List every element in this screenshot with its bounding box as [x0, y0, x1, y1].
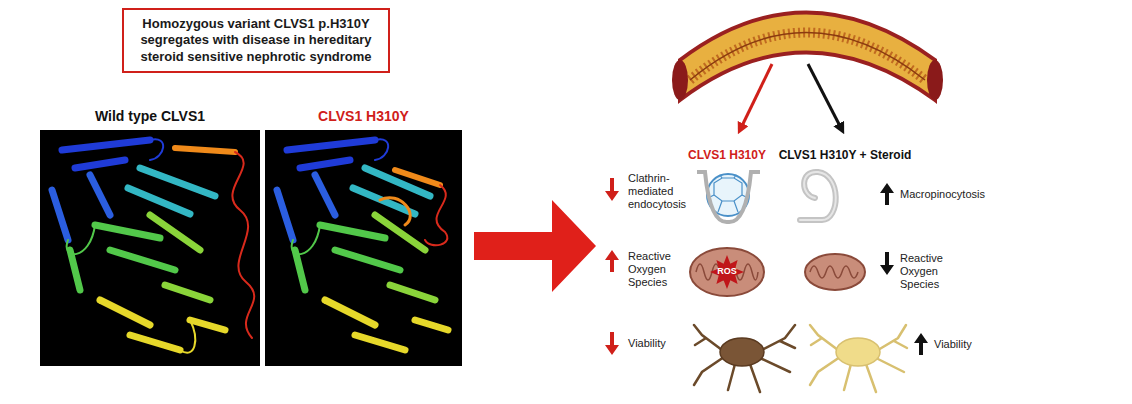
structure-panel: Wild type CLVS1 — [40, 108, 260, 366]
tubule-illustration-part — [680, 13, 935, 101]
clathrin-pit — [697, 172, 760, 222]
protein-structure-part — [375, 139, 388, 160]
column-header: CLVS1 H310Y — [667, 148, 787, 162]
protein-structure-part — [295, 250, 305, 290]
effect-label: Viability — [628, 337, 688, 350]
protein-structure-part — [90, 175, 110, 215]
injured-podocyte — [694, 325, 795, 392]
mitochondrion-part — [805, 254, 865, 290]
increase-arrow — [880, 183, 894, 205]
finding-text: Homozygous variant CLVS1 p.H310Y segrega… — [132, 16, 380, 65]
protein-structure-part — [380, 198, 410, 225]
protein-structure-part — [265, 130, 462, 366]
protein-structure-part — [395, 170, 440, 185]
tubule-illustration — [672, 13, 943, 101]
healthy-podocyte-part — [836, 338, 880, 366]
protein-structure-part — [62, 140, 150, 150]
tubule-illustration-part — [672, 60, 688, 100]
effect-label: Reactive Oxygen Species — [900, 252, 960, 292]
panel-heading: CLVS1 H310Y — [265, 108, 462, 126]
effect-label: Viability — [934, 338, 994, 351]
effect-label: Clathrin-mediated endocytosis — [628, 172, 694, 212]
decrease-arrow — [605, 332, 619, 355]
structure-panel: CLVS1 H310Y — [265, 108, 462, 366]
mitochondrion-part — [710, 255, 744, 289]
macropinocytosis-ruffle-part — [800, 172, 836, 220]
protein-structure-part — [95, 225, 160, 238]
protein-structure-part — [175, 148, 235, 152]
protein-structure-part — [67, 225, 95, 254]
protein-structure-part — [165, 285, 210, 300]
injured-podocyte-part — [694, 325, 795, 392]
protein-structure — [265, 130, 462, 366]
protein-structure-part — [292, 225, 320, 254]
protein-structure-part — [140, 168, 215, 196]
protein-structure-part — [375, 215, 425, 250]
tubule-illustration-part — [690, 33, 925, 81]
protein-structure-part — [325, 300, 375, 325]
macropinocytosis-ruffle — [800, 172, 836, 220]
branch-arrow — [808, 64, 842, 130]
mitochondrion — [805, 254, 865, 290]
clathrin-pit-part — [697, 172, 760, 222]
flow-arrow — [474, 200, 596, 292]
protein-structure-part — [390, 285, 435, 300]
protein-structure-part — [425, 185, 447, 245]
protein-structure-part — [40, 130, 260, 366]
protein-structure-part — [180, 320, 195, 353]
protein-structure-part — [128, 188, 190, 214]
effect-label: Macropinocytosis — [900, 188, 1000, 201]
protein-structure-part — [287, 140, 375, 150]
protein-structure-part — [130, 335, 180, 350]
protein-structure-part — [335, 250, 400, 270]
protein-structure-part — [300, 160, 350, 168]
injured-podocyte-part — [720, 338, 764, 366]
protein-structure — [40, 130, 260, 366]
protein-structure-part — [232, 152, 254, 338]
protein-structure-part — [277, 190, 293, 240]
increase-arrow — [605, 250, 619, 272]
panel-heading: Wild type CLVS1 — [40, 108, 260, 126]
increase-arrow — [914, 333, 928, 355]
protein-structure-part — [355, 335, 405, 350]
tubule-illustration-part — [690, 33, 925, 81]
protein-structure-part — [150, 215, 200, 250]
protein-structure-part — [100, 300, 150, 325]
healthy-podocyte-part — [810, 325, 907, 392]
protein-structure-part — [150, 139, 163, 160]
effect-label: Reactive Oxygen Species — [628, 250, 688, 290]
protein-structure-part — [70, 250, 80, 290]
decrease-arrow — [880, 252, 894, 275]
protein-structure-part — [52, 190, 68, 240]
branch-arrow — [740, 64, 772, 130]
tubule-illustration-part — [927, 60, 943, 100]
protein-structure-part — [353, 188, 415, 214]
protein-structure-part — [190, 320, 225, 330]
finding-box: Homozygous variant CLVS1 p.H310Y segrega… — [122, 8, 390, 73]
protein-structure-part — [320, 225, 385, 238]
mitochondrion-part — [690, 248, 764, 296]
clathrin-pit-part — [714, 178, 742, 201]
mitochondrion-part — [810, 266, 858, 278]
protein-structure-part — [75, 160, 125, 168]
decrease-arrow — [605, 178, 619, 201]
mitochondrion — [690, 248, 764, 296]
column-header: CLVS1 H310Y + Steroid — [770, 148, 920, 162]
healthy-podocyte — [810, 325, 907, 392]
macropinocytosis-ruffle-part — [800, 172, 836, 220]
ros-mark: ROS — [715, 266, 739, 278]
protein-structure-part — [415, 320, 448, 330]
protein-structure-part — [315, 175, 335, 215]
protein-structure-part — [110, 250, 175, 270]
clathrin-pit-part — [708, 175, 748, 212]
